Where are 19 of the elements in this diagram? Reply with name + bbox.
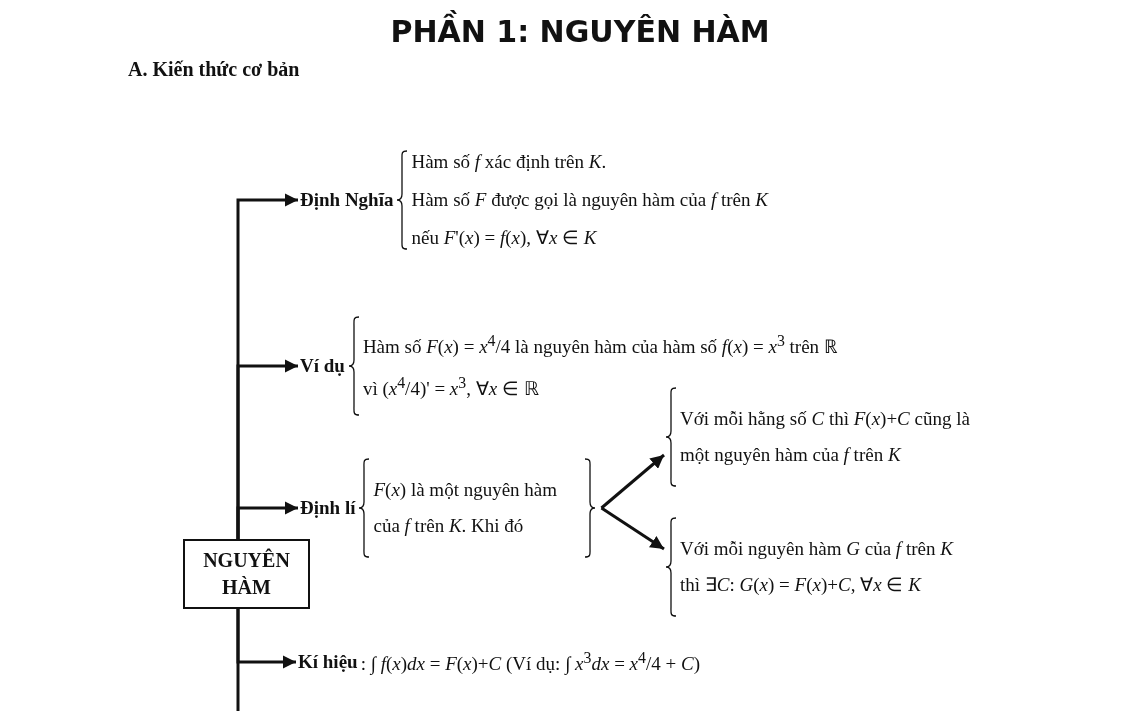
arrow (236, 501, 298, 539)
concept-box: NGUYÊN HÀM (183, 539, 310, 609)
branch-label: Định lí (300, 497, 356, 519)
branch-label: Định Nghĩa (300, 189, 394, 211)
arrow (600, 506, 665, 551)
branch-label: Ví dụ (300, 355, 345, 377)
brace-text: F(x) là một nguyên hàm của f trên K. Khi đó (373, 477, 559, 538)
connector-line (236, 609, 240, 711)
theorem-text: Với mỗi hằng số C thì F(x)+C cũng là một nguyên hàm của f trên K (680, 406, 971, 467)
brace-text: Hàm số f xác định trên K. (411, 150, 608, 175)
section-heading: A. Kiến thức cơ bản (128, 58, 300, 81)
arrow (600, 453, 665, 510)
brace-text: Hàm số F được gọi là nguyên hàm của f trên K (411, 188, 768, 212)
brace-text: nếu F'(x) = f(x), ∀x ∈ K (411, 225, 598, 250)
branch-label: Kí hiệu (298, 651, 358, 673)
notation-formula: : ∫ f(x)dx = F(x)+C (Ví dụ: ∫ x$^{3}$dx = x$^{4}$/4 + C) (360, 648, 700, 676)
brace-text: vì (x$^{4}$/4)' = x$^{3}$, ∀x ∈ ℝ (362, 373, 540, 402)
theorem-text: Với mỗi nguyên hàm G của f trên K thì ∃C: G(x) = F(x)+C, ∀x ∈ K (680, 536, 955, 597)
brace-text: Hàm số F(x) = x$^{4}$/4 là nguyên hàm của hàm số f(x) = x$^{3}$ trên ℝ (362, 330, 838, 359)
